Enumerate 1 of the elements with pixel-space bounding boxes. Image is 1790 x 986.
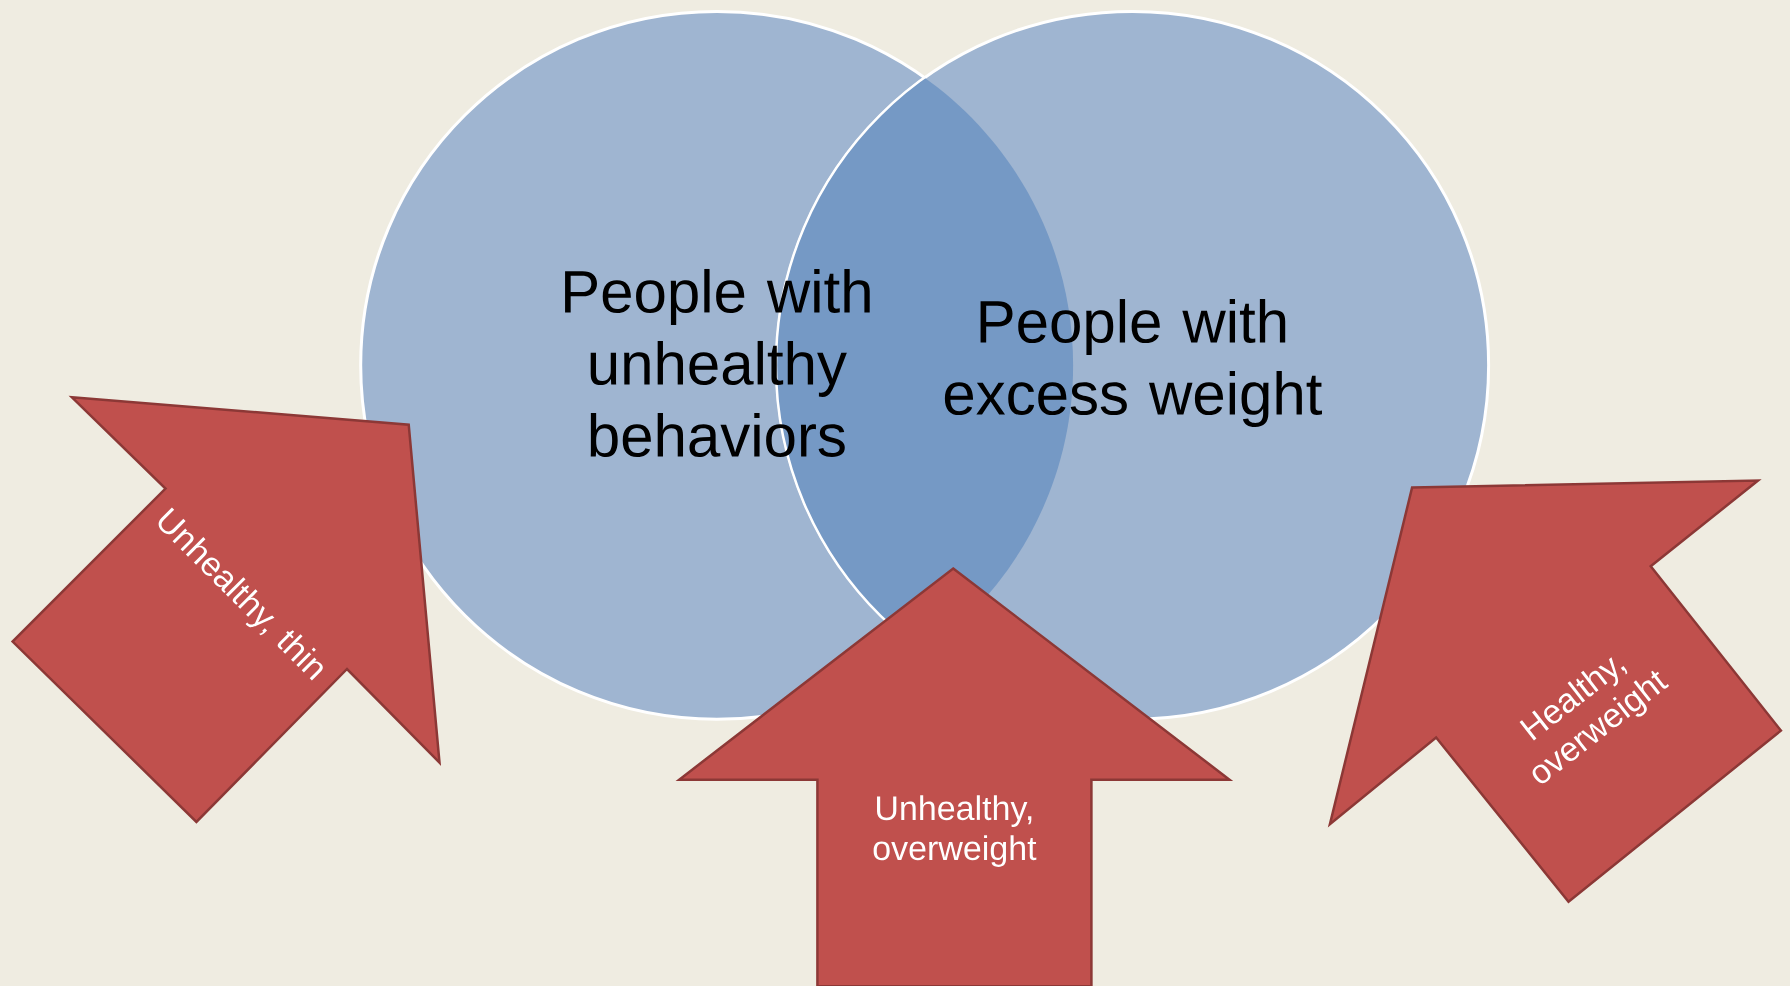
circle-label: People with excess weight bbox=[944, 299, 1322, 427]
